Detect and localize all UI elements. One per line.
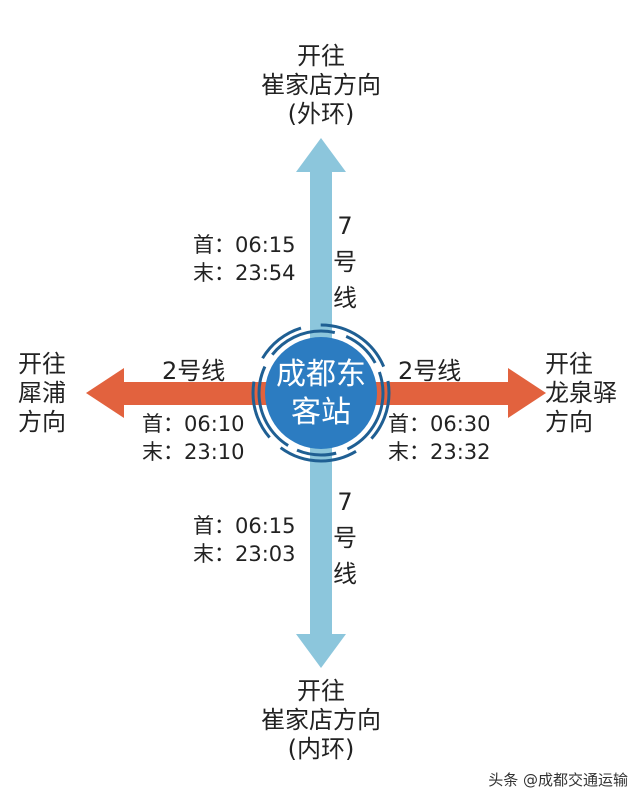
- east-times: 首：06:30 末：23:32: [388, 410, 491, 466]
- station-rings: [251, 323, 391, 463]
- dest-line: 崔家店方向: [261, 706, 381, 734]
- first-train: 首：06:10: [142, 412, 245, 436]
- dest-line: 开往: [545, 350, 593, 378]
- station-circle: [265, 337, 377, 449]
- north-times: 首：06:15 末：23:54: [193, 231, 296, 287]
- dest-line: 开往: [297, 677, 345, 705]
- line-char: 号: [333, 524, 357, 552]
- dest-line: 开往: [297, 42, 345, 70]
- dest-line: 龙泉驿: [545, 379, 617, 407]
- north-arrowhead: [296, 138, 346, 172]
- station-name-line1: 成都东: [276, 357, 366, 392]
- south-line-label: 7 号 线: [330, 484, 360, 592]
- line-char: 7: [337, 488, 353, 516]
- south-times: 首：06:15 末：23:03: [193, 512, 296, 568]
- south-arrowhead: [296, 634, 346, 668]
- station-name-line2: 客站: [291, 395, 351, 430]
- watermark: 头条 @成都交通运输: [488, 771, 628, 789]
- east-arrowhead: [508, 368, 546, 418]
- last-train: 末：23:54: [193, 261, 296, 285]
- line-char: 线: [333, 284, 357, 312]
- dest-line: 开往: [18, 350, 66, 378]
- north-destination: 开往 崔家店方向 (外环): [221, 42, 421, 129]
- line-char: 7: [337, 212, 353, 240]
- east-destination: 开往 龙泉驿 方向: [545, 350, 617, 437]
- west-times: 首：06:10 末：23:10: [142, 410, 245, 466]
- west-line-label: 2号线: [162, 357, 226, 385]
- south-destination: 开往 崔家店方向 (内环): [221, 677, 421, 764]
- line-char: 线: [333, 560, 357, 588]
- last-train: 末：23:10: [142, 440, 245, 464]
- dest-line: 犀浦: [18, 379, 66, 407]
- dest-line: 崔家店方向: [261, 71, 381, 99]
- west-arrowhead: [86, 368, 124, 418]
- first-train: 首：06:15: [193, 233, 296, 257]
- line-char: 号: [333, 248, 357, 276]
- dest-line: (内环): [287, 735, 355, 763]
- station-name: 成都东 客站: [261, 356, 381, 432]
- first-train: 首：06:15: [193, 514, 296, 538]
- west-destination: 开往 犀浦 方向: [18, 350, 66, 437]
- first-train: 首：06:30: [388, 412, 491, 436]
- east-line-label: 2号线: [398, 357, 462, 385]
- dest-line: 方向: [545, 408, 593, 436]
- north-line-label: 7 号 线: [330, 208, 360, 316]
- dest-line: (外环): [287, 100, 355, 128]
- last-train: 末：23:03: [193, 542, 296, 566]
- dest-line: 方向: [18, 408, 66, 436]
- last-train: 末：23:32: [388, 440, 491, 464]
